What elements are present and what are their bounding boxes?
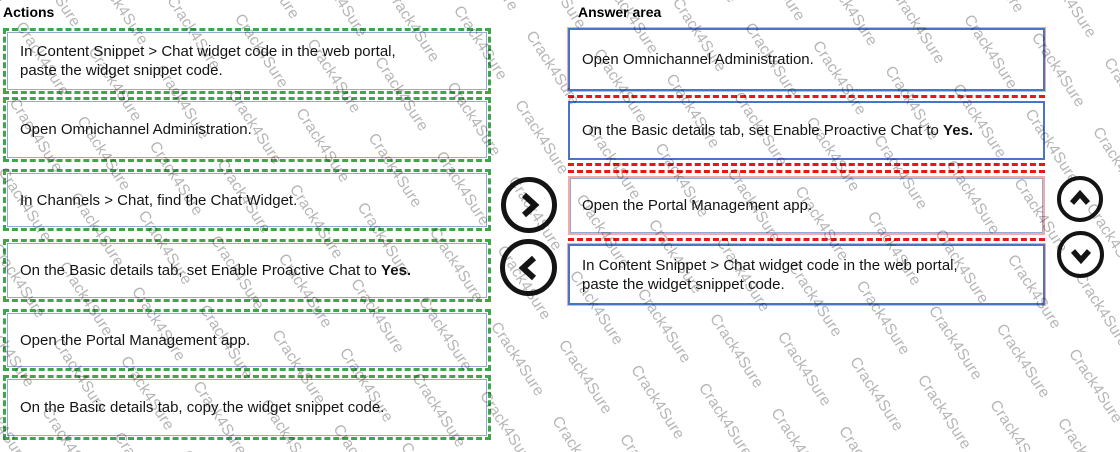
action-item-text: On the Basic details tab, copy the widge… <box>20 399 385 416</box>
answer-item-text: Open Omnichannel Administration. <box>582 51 814 68</box>
action-item-find-chat-widget[interactable]: In Channels > Chat, find the Chat Widget… <box>3 169 491 231</box>
action-item-enable-proactive-chat[interactable]: On the Basic details tab, set Enable Pro… <box>3 239 491 302</box>
action-item-text: In Channels > Chat, find the Chat Widget… <box>20 191 298 209</box>
action-item-text: On the Basic details tab, set Enable Pro… <box>20 262 412 279</box>
answer-item-text: In Content Snippet > Chat widget code in… <box>582 256 958 293</box>
answer-item-text: On the Basic details tab, set Enable Pro… <box>582 122 974 139</box>
answer-item-paste-snippet[interactable]: In Content Snippet > Chat widget code in… <box>567 243 1046 306</box>
action-item-open-omnichannel[interactable]: Open Omnichannel Administration. <box>3 97 491 162</box>
chevron-up-icon <box>1069 189 1091 209</box>
action-item-text: Open the Portal Management app. <box>20 331 251 349</box>
chevron-left-icon <box>517 255 541 281</box>
action-item-copy-snippet[interactable]: On the Basic details tab, copy the widge… <box>3 375 491 440</box>
answer-item-open-omnichannel[interactable]: Open Omnichannel Administration. <box>567 27 1046 92</box>
answer-item-open-portal-management[interactable]: Open the Portal Management app. <box>568 170 1045 241</box>
actions-column-title: Actions <box>3 4 55 20</box>
move-down-button[interactable] <box>1057 231 1104 278</box>
action-item-text: In Content Snippet > Chat widget code in… <box>20 43 396 79</box>
answer-area-title: Answer area <box>578 4 662 20</box>
action-item-paste-snippet[interactable]: In Content Snippet > Chat widget code in… <box>3 28 491 94</box>
move-to-answer-button[interactable] <box>501 177 557 233</box>
action-item-open-portal-management[interactable]: Open the Portal Management app. <box>3 309 491 371</box>
move-up-button[interactable] <box>1057 176 1103 222</box>
action-item-text: Open Omnichannel Administration. <box>20 121 252 138</box>
answer-item-text: Open the Portal Management app. <box>582 197 813 214</box>
move-to-actions-button[interactable] <box>500 239 557 296</box>
chevron-right-icon <box>517 192 541 218</box>
answer-item-enable-proactive-chat[interactable]: On the Basic details tab, set Enable Pro… <box>568 95 1045 166</box>
chevron-down-icon <box>1070 245 1092 265</box>
